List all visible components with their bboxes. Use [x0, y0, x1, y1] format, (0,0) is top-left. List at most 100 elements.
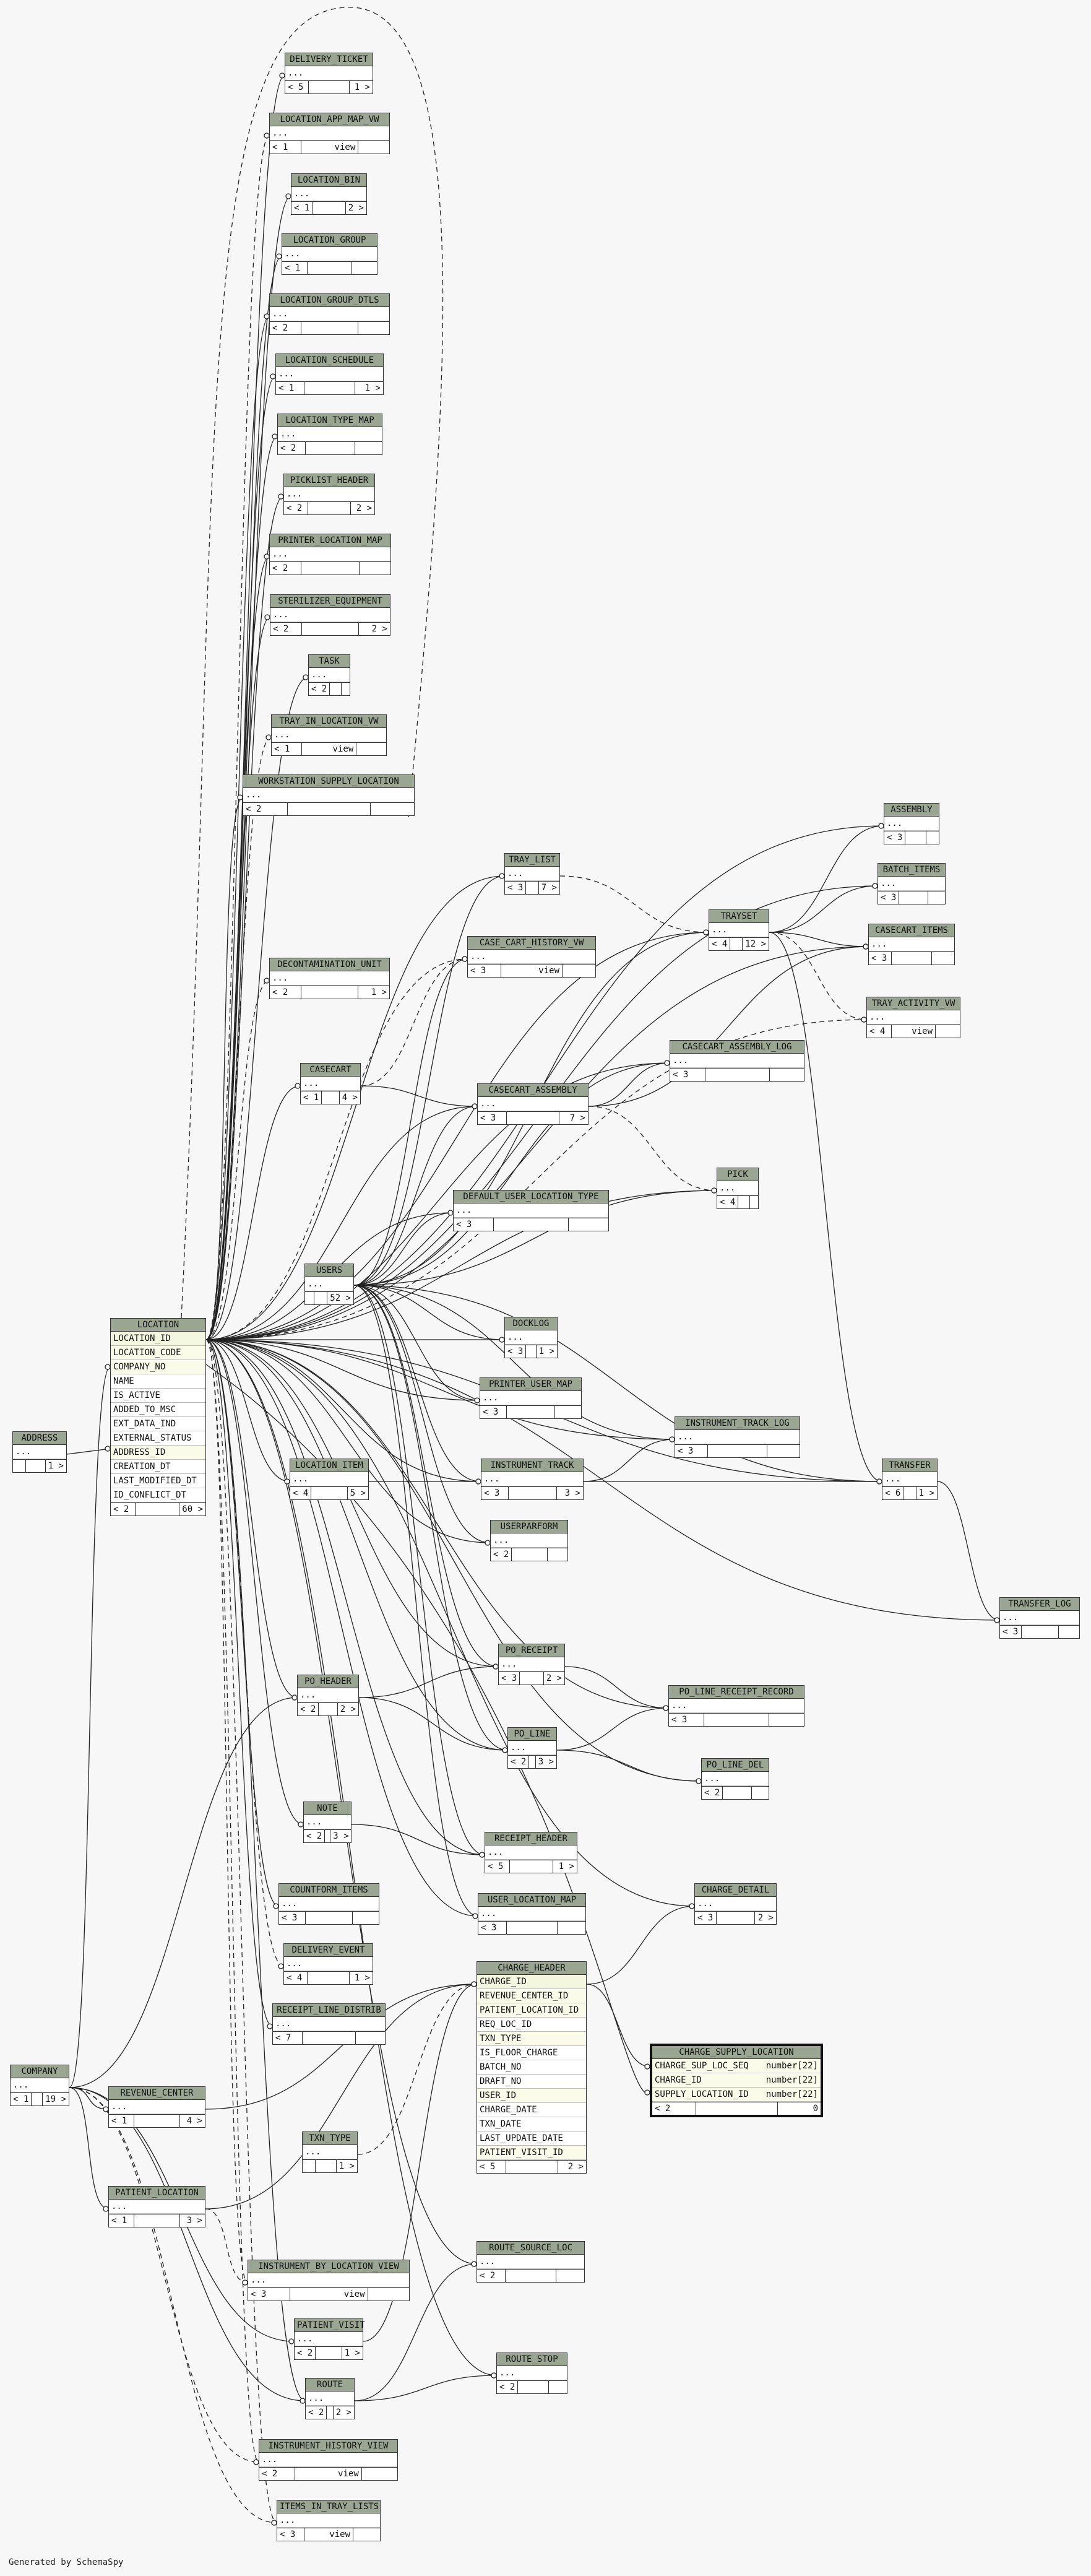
table-title[interactable]: INSTRUMENT_TRACK	[481, 1459, 583, 1472]
table-assembly[interactable]: ASSEMBLY...< 3	[884, 803, 939, 844]
column-row[interactable]: ...	[272, 728, 386, 742]
table-title[interactable]: INSTRUMENT_TRACK_LOG	[675, 1417, 800, 1430]
table-title[interactable]: WORKSTATION_SUPPLY_LOCATION	[243, 775, 414, 788]
table-po-line-del[interactable]: PO_LINE_DEL...< 2	[701, 1758, 769, 1800]
table-title[interactable]: PO_LINE	[508, 1728, 556, 1741]
table-casecart-assembly-log[interactable]: CASECART_ASSEMBLY_LOG...< 3	[670, 1040, 804, 1082]
column-row[interactable]: ADDRESS_ID	[111, 1446, 205, 1460]
column-row[interactable]: ...	[291, 187, 366, 201]
table-title[interactable]: LOCATION_GROUP_DTLS	[270, 294, 389, 307]
column-row[interactable]: ...	[505, 867, 559, 881]
column-row[interactable]: BATCH_NO	[477, 2060, 586, 2075]
table-title[interactable]: CASECART	[301, 1064, 360, 1077]
column-row[interactable]: DRAFT_NO	[477, 2075, 586, 2089]
table-title[interactable]: NOTE	[304, 1802, 351, 1815]
column-row[interactable]: LOCATION_ID	[111, 1332, 205, 1346]
table-title[interactable]: USERPARFORM	[491, 1520, 567, 1533]
table-instrument-track-log[interactable]: INSTRUMENT_TRACK_LOG...< 3	[675, 1416, 800, 1458]
column-row[interactable]: ...	[478, 1907, 585, 1921]
column-row[interactable]: LAST_UPDATE_DATE	[477, 2131, 586, 2146]
column-row[interactable]: number[22]CHARGE_SUP_LOC_SEQ	[652, 2059, 821, 2073]
table-title[interactable]: DECONTAMINATION_UNIT	[270, 958, 389, 971]
column-row[interactable]: ...	[695, 1897, 776, 1911]
column-row[interactable]: EXT_DATA_IND	[111, 1417, 205, 1431]
column-row[interactable]: ...	[481, 1472, 583, 1486]
column-row[interactable]: ...	[259, 2453, 397, 2467]
table-title[interactable]: INSTRUMENT_BY_LOCATION_VIEW	[248, 2260, 409, 2273]
column-row[interactable]: ...	[295, 2332, 363, 2346]
table-casecart-items[interactable]: CASECART_ITEMS...< 3	[868, 924, 955, 965]
column-row[interactable]: PATIENT_LOCATION_ID	[477, 2003, 586, 2018]
column-row[interactable]: ...	[477, 2255, 584, 2269]
table-title[interactable]: CHARGE_SUPPLY_LOCATION	[652, 2046, 821, 2059]
table-title[interactable]: PO_HEADER	[298, 1675, 358, 1688]
column-row[interactable]: ...	[270, 307, 389, 321]
table-title[interactable]: PATIENT_VISIT	[295, 2319, 365, 2332]
table-title[interactable]: USERS	[305, 1264, 353, 1277]
table-batch-items[interactable]: BATCH_ITEMS...< 3	[878, 863, 946, 904]
table-title[interactable]: DOCKLOG	[505, 1317, 557, 1330]
column-row[interactable]: ADDED_TO_MSC	[111, 1403, 205, 1417]
table-title[interactable]: LOCATION_SCHEDULE	[276, 354, 383, 367]
table-title[interactable]: CHARGE_DETAIL	[695, 1884, 776, 1897]
column-row[interactable]: ...	[499, 1657, 564, 1672]
column-row[interactable]: ...	[670, 1054, 804, 1068]
column-row[interactable]: ...	[878, 877, 945, 891]
table-address[interactable]: ADDRESS...1 >	[12, 1431, 67, 1473]
table-txn-type[interactable]: TXN_TYPE...1 >	[302, 2131, 358, 2173]
column-row[interactable]: CREATION_DT	[111, 1460, 205, 1474]
column-row[interactable]: ...	[305, 1277, 353, 1291]
table-printer-user-map[interactable]: PRINTER_USER_MAP...< 3	[480, 1377, 582, 1419]
table-title[interactable]: PO_LINE_RECEIPT_RECORD	[669, 1686, 804, 1699]
table-title[interactable]: LOCATION	[111, 1319, 205, 1332]
table-title[interactable]: ASSEMBLY	[884, 804, 939, 817]
column-row[interactable]: ...	[301, 1077, 360, 1091]
table-user-location-map[interactable]: USER_LOCATION_MAP...< 3	[478, 1893, 586, 1935]
column-row[interactable]: number[22]CHARGE_ID	[652, 2073, 821, 2088]
table-title[interactable]: ROUTE	[306, 2379, 354, 2392]
table-po-line-receipt-record[interactable]: PO_LINE_RECEIPT_RECORD...< 3	[668, 1685, 804, 1727]
column-row[interactable]: ...	[243, 788, 414, 802]
column-row[interactable]: ...	[276, 367, 383, 381]
table-title[interactable]: COUNTFORM_ITEMS	[279, 1884, 379, 1897]
column-row[interactable]: ...	[270, 971, 389, 986]
table-receipt-line-distrib[interactable]: RECEIPT_LINE_DISTRIB...< 7	[272, 2003, 386, 2045]
column-row[interactable]: ...	[508, 1741, 556, 1755]
table-location-group-dtls[interactable]: LOCATION_GROUP_DTLS...< 2	[269, 293, 390, 335]
table-title[interactable]: TRAY_IN_LOCATION_VW	[272, 715, 386, 728]
column-row[interactable]: ...	[11, 2078, 69, 2092]
column-row[interactable]: ...	[669, 1699, 804, 1713]
column-row[interactable]: ...	[303, 2145, 357, 2159]
table-title[interactable]: PICKLIST_HEADER	[284, 474, 374, 487]
column-row[interactable]: ...	[282, 247, 377, 261]
column-row[interactable]: number[22]SUPPLY_LOCATION_ID	[652, 2088, 821, 2102]
table-route-stop[interactable]: ROUTE_STOP...< 2	[496, 2353, 567, 2394]
table-title[interactable]: PO_LINE_DEL	[702, 1759, 769, 1772]
table-title[interactable]: DELIVERY_EVENT	[284, 1944, 373, 1957]
table-default-user-location-type[interactable]: DEFAULT_USER_LOCATION_TYPE...< 3	[453, 1190, 609, 1231]
column-row[interactable]: EXTERNAL_STATUS	[111, 1431, 205, 1446]
column-row[interactable]: ...	[702, 1772, 769, 1786]
column-row[interactable]: ...	[497, 2366, 567, 2380]
column-row[interactable]: IS_FLOOR_CHARGE	[477, 2046, 586, 2060]
table-title[interactable]: USER_LOCATION_MAP	[478, 1894, 585, 1907]
table-title[interactable]: LOCATION_BIN	[291, 174, 366, 187]
column-row[interactable]: ...	[290, 1472, 368, 1486]
table-title[interactable]: BATCH_ITEMS	[878, 864, 945, 877]
table-route-source-loc[interactable]: ROUTE_SOURCE_LOC...< 2	[477, 2241, 585, 2283]
column-row[interactable]: ...	[285, 66, 373, 80]
